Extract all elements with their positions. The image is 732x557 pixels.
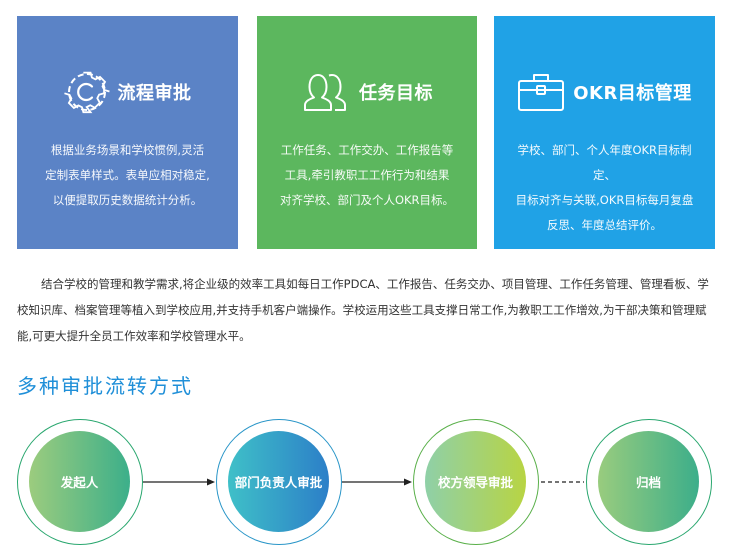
- card-desc-line: 工作任务、工作交办、工作报告等: [280, 143, 454, 157]
- card-desc-line: 根据业务场景和学校惯例,灵活: [50, 143, 205, 157]
- briefcase-icon: [517, 72, 565, 112]
- card-header: OKR目标管理: [494, 64, 715, 120]
- card-header: 流程审批: [17, 64, 238, 120]
- card-desc-line: 以便提取历史数据统计分析。: [52, 193, 203, 207]
- flow-step-archive: 归档: [598, 431, 699, 532]
- card-description: 根据业务场景和学校惯例,灵活 定制表单样式。表单应相对稳定, 以便提取历史数据统…: [31, 138, 224, 213]
- dashed-connector-icon: [541, 481, 584, 483]
- arrow-right-icon: [143, 478, 215, 486]
- flow-step-ring: 校方领导审批: [413, 419, 539, 545]
- feature-card-okr: OKR目标管理 学校、部门、个人年度OKR目标制定、 目标对齐与关联,OKR目标…: [494, 16, 715, 249]
- flow-step-ring: 归档: [586, 419, 712, 545]
- card-title: OKR目标管理: [573, 83, 692, 104]
- card-description: 学校、部门、个人年度OKR目标制定、 目标对齐与关联,OKR目标每月复盘 反思、…: [508, 138, 701, 238]
- gear-c-icon: [63, 69, 110, 115]
- card-desc-line: 反思、年度总结评价。: [547, 218, 662, 232]
- card-desc-line: 定制表单样式。表单应相对稳定,: [45, 168, 210, 182]
- flow-step-dept-head: 部门负责人审批: [228, 431, 329, 532]
- users-icon: [301, 70, 351, 114]
- card-desc-line: 学校、部门、个人年度OKR目标制定、: [517, 143, 692, 182]
- approval-flow: 发起人 部门负责人审批 校方领导审批 归档: [0, 414, 732, 554]
- card-desc-line: 目标对齐与关联,OKR目标每月复盘: [515, 193, 694, 207]
- flow-step-ring: 发起人: [17, 419, 143, 545]
- section-title: 多种审批流转方式: [17, 374, 193, 398]
- feature-card-approval: 流程审批 根据业务场景和学校惯例,灵活 定制表单样式。表单应相对稳定, 以便提取…: [17, 16, 238, 249]
- card-desc-line: 对齐学校、部门及个人OKR目标。: [279, 193, 455, 207]
- card-header: 任务目标: [257, 64, 477, 120]
- flow-step-ring: 部门负责人审批: [216, 419, 342, 545]
- feature-card-task-goal: 任务目标 工作任务、工作交办、工作报告等 工具,牵引教职工工作行为和结果 对齐学…: [257, 16, 477, 249]
- flow-step-school-leader: 校方领导审批: [425, 431, 526, 532]
- arrow-right-icon: [342, 478, 412, 486]
- card-title: 流程审批: [117, 83, 192, 104]
- card-description: 工作任务、工作交办、工作报告等 工具,牵引教职工工作行为和结果 对齐学校、部门及…: [271, 138, 463, 213]
- card-title: 任务目标: [359, 83, 433, 104]
- flow-step-initiator: 发起人: [29, 431, 130, 532]
- intro-paragraph: 结合学校的管理和教学需求,将企业级的效率工具如每日工作PDCA、工作报告、任务交…: [17, 277, 709, 343]
- card-desc-line: 工具,牵引教职工工作行为和结果: [284, 168, 450, 182]
